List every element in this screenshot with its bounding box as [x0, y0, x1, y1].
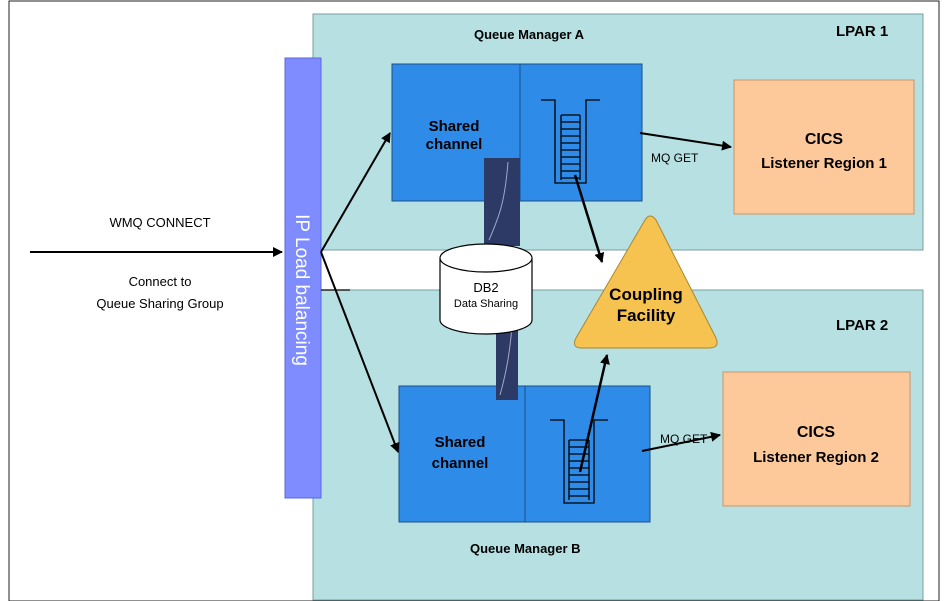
- coupling-facility: Coupling Facility: [574, 215, 718, 349]
- cics-2-subtitle: Listener Region 2: [753, 449, 879, 466]
- coupling-facility-line1: Coupling: [609, 285, 683, 304]
- connect-note-line1: Connect to: [129, 274, 192, 289]
- queue-manager-b-label: Queue Manager B: [470, 541, 581, 556]
- qm-b-db2-link: [496, 322, 518, 400]
- load-balancer-label: IP Load balancing: [291, 214, 312, 366]
- mq-get-arrow-1: [639, 132, 732, 151]
- shared-channel-a-line2: channel: [426, 136, 483, 153]
- shared-channel-a-line1: Shared: [429, 118, 480, 135]
- wmq-connect-label: WMQ CONNECT: [109, 215, 210, 230]
- cics-1-title: CICS: [805, 131, 844, 148]
- db2-cylinder: DB2 Data Sharing: [439, 243, 533, 335]
- qm-a-db2-link-curve: [488, 161, 509, 241]
- cics-region-1: CICS Listener Region 1: [733, 79, 915, 215]
- cics-1-subtitle: Listener Region 1: [761, 155, 887, 172]
- mq-get-arrow-2: [641, 431, 721, 452]
- shared-channel-b-line1: Shared: [435, 434, 486, 451]
- mq-get-label-1: MQ GET: [651, 151, 699, 165]
- coupling-facility-line2: Facility: [617, 306, 676, 325]
- cics-region-2: CICS Listener Region 2: [722, 371, 911, 507]
- db2-subtitle: Data Sharing: [454, 298, 518, 310]
- queue-manager-b: Shared channel: [398, 385, 651, 523]
- route-to-qm-b-arrow: [320, 251, 400, 453]
- cics-2-title: CICS: [797, 424, 836, 441]
- lpar-2-label: LPAR 2: [836, 317, 888, 334]
- mq-get-label-2: MQ GET: [660, 432, 708, 446]
- qm-b-db2-link-curve: [499, 325, 513, 396]
- queue-a-icon: [541, 99, 600, 184]
- ip-load-balancer: [284, 57, 322, 499]
- queue-a-to-coupling-arrow: [573, 174, 605, 263]
- db2-title: DB2: [473, 280, 498, 295]
- lpar-1-label: LPAR 1: [836, 23, 888, 40]
- shared-channel-b-line2: channel: [432, 455, 489, 472]
- outer-frame: [8, 0, 940, 601]
- queue-b-icon: [550, 419, 608, 504]
- queue-manager-a-label: Queue Manager A: [474, 27, 585, 42]
- route-to-qm-a-arrow: [320, 132, 391, 253]
- queue-b-to-coupling-arrow: [578, 354, 610, 473]
- connect-note-line2: Queue Sharing Group: [96, 296, 223, 311]
